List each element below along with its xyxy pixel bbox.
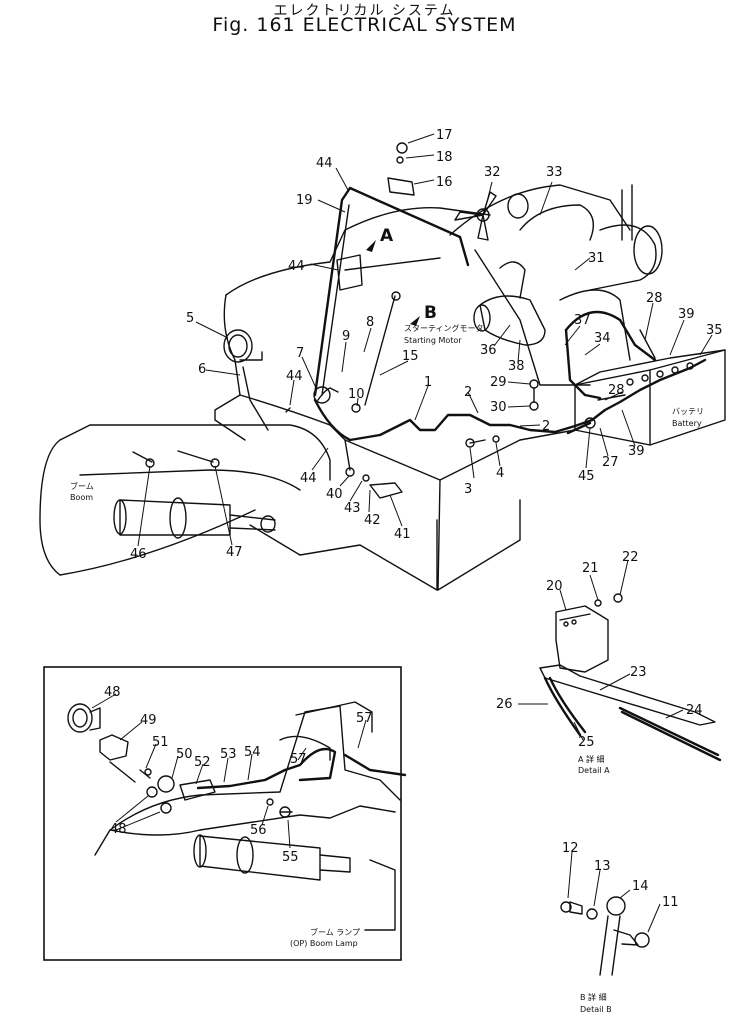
- arrow-a-icon: [366, 240, 376, 252]
- part-number: 44: [288, 259, 305, 274]
- part-number: 29: [490, 375, 507, 390]
- part-number: 6: [198, 362, 206, 377]
- part-number: 23: [630, 665, 647, 680]
- part-number: 54: [244, 745, 261, 760]
- part-number: 17: [436, 128, 453, 143]
- part-number: 32: [484, 165, 501, 180]
- part-number: 35: [706, 323, 723, 338]
- boom-structure: [39, 424, 331, 576]
- part-number: 18: [436, 150, 453, 165]
- part-number: 2: [464, 385, 472, 400]
- part-number: 49: [140, 713, 157, 728]
- cab-frame: [313, 142, 470, 413]
- part-number: 33: [546, 165, 563, 180]
- boom-lamp-inset: 48 49 57 51 50 53 54 57 52 48 56 55 ブーム …: [43, 666, 407, 961]
- part-number: 25: [578, 735, 595, 750]
- detail-b: 12 13 14 11 B 詳 細 Detail B: [560, 841, 679, 1014]
- part-number: 5: [186, 311, 194, 326]
- part-number: 14: [632, 879, 649, 894]
- part-number: 11: [662, 895, 679, 910]
- part-number: 28: [608, 383, 625, 398]
- boom-lamp-label-jp: ブーム ランプ: [310, 927, 360, 937]
- part-number: 10: [348, 387, 365, 402]
- part-number: 9: [342, 329, 350, 344]
- part-number: 47: [226, 545, 243, 560]
- starting-motor-label: Starting Motor: [404, 336, 462, 345]
- battery-label-jp: バッテリ: [672, 407, 704, 416]
- part-number: 57: [290, 752, 307, 767]
- battery-label: Battery: [672, 419, 702, 428]
- part-number: 45: [578, 469, 595, 484]
- part-number: 34: [594, 331, 611, 346]
- part-number: 36: [480, 343, 497, 358]
- main-labels: スターティングモータ Starting Motor バッテリ Battery ブ…: [70, 323, 704, 502]
- part-number: 43: [344, 501, 361, 516]
- part-number: 28: [646, 291, 663, 306]
- inset-frame: [43, 666, 402, 961]
- part-number: 53: [220, 747, 237, 762]
- part-number: 51: [152, 735, 169, 750]
- part-number: 40: [326, 487, 343, 502]
- arrow-b-icon: [410, 316, 420, 326]
- part-numbers-main: 17 18 16 44 19 32 33 A 31 44 B 28 39 35 …: [130, 128, 723, 562]
- detail-a: 22 21 20 23 26 24 25 A 詳 細 Detail A: [496, 550, 722, 775]
- fan-icon: [454, 191, 497, 241]
- part-number: 19: [296, 193, 313, 208]
- part-number: 50: [176, 747, 193, 762]
- part-number: 52: [194, 755, 211, 770]
- part-number: 48: [110, 822, 127, 837]
- boom-label-jp: ブーム: [70, 481, 94, 491]
- part-number: 12: [562, 841, 579, 856]
- part-number: 39: [628, 444, 645, 459]
- part-number: 24: [686, 703, 703, 718]
- part-number: 56: [250, 823, 267, 838]
- part-number: 37: [574, 313, 591, 328]
- part-number: 1: [424, 375, 432, 390]
- part-number: 41: [394, 527, 411, 542]
- part-number: 48: [104, 685, 121, 700]
- part-number: 30: [490, 400, 507, 415]
- detail-a-label-jp: A 詳 細: [578, 754, 605, 764]
- leader-lines: [137, 133, 713, 547]
- part-number: 38: [508, 359, 525, 374]
- headlamp: [223, 329, 269, 431]
- part-number: 44: [300, 471, 317, 486]
- detail-a-label: Detail A: [578, 766, 610, 775]
- boom-lamp-label: (OP) Boom Lamp: [290, 939, 358, 948]
- part-number: 8: [366, 315, 374, 330]
- detail-b-label: Detail B: [580, 1005, 612, 1014]
- part-number: 22: [622, 550, 639, 565]
- boom-label: Boom: [70, 493, 93, 502]
- part-number: 31: [588, 251, 605, 266]
- part-number: 13: [594, 859, 611, 874]
- wiring-harness: [285, 310, 707, 499]
- part-number: 39: [678, 307, 695, 322]
- part-number: 7: [296, 346, 304, 361]
- part-number: 44: [316, 156, 333, 171]
- part-number: 46: [130, 547, 147, 562]
- part-number: 44: [286, 369, 303, 384]
- machine-body-outline: [214, 184, 726, 591]
- detail-b-label-jp: B 詳 細: [580, 992, 607, 1002]
- starting-motor-label-jp: スターティングモータ: [404, 323, 484, 333]
- view-label-b: B: [424, 303, 437, 323]
- title-japanese: エレクトリカル システム: [273, 3, 456, 19]
- part-number: 15: [402, 349, 419, 364]
- part-number: 26: [496, 697, 513, 712]
- part-number: 21: [582, 561, 599, 576]
- part-number: 16: [436, 175, 453, 190]
- part-number: 2: [542, 419, 550, 434]
- figure-title: Fig. 161 ELECTRICAL SYSTEM: [212, 14, 517, 36]
- part-number: 57: [356, 711, 373, 726]
- part-number: 27: [602, 455, 619, 470]
- view-label-a: A: [380, 226, 394, 246]
- part-number: 3: [464, 482, 472, 497]
- part-number: 55: [282, 850, 299, 865]
- part-number: 42: [364, 513, 381, 528]
- part-number: 4: [496, 466, 504, 481]
- part-number: 20: [546, 579, 563, 594]
